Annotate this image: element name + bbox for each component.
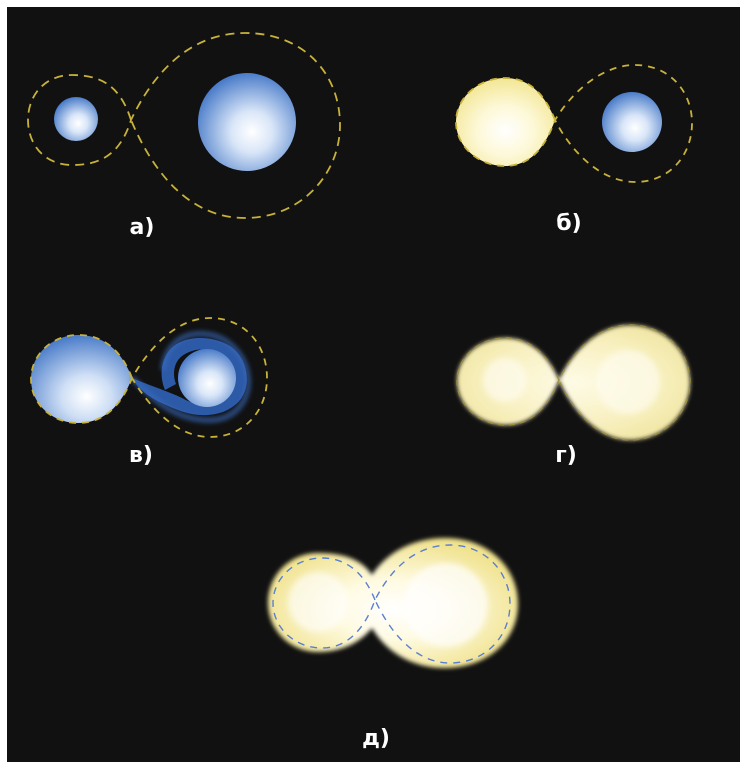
- panel-label-b: б): [556, 211, 581, 236]
- envelope-glow-left: [288, 572, 348, 632]
- panel-d: [268, 538, 518, 668]
- small-blue-star: [54, 97, 98, 141]
- panel-label-d: д): [362, 726, 390, 751]
- blue-companion-star: [602, 92, 662, 152]
- panel-label-v: в): [129, 443, 153, 468]
- accreting-blue-star: [178, 349, 236, 407]
- envelope-glow-right: [404, 563, 488, 647]
- large-blue-star: [198, 73, 296, 171]
- yellow-star-right-core: [596, 350, 660, 414]
- panel-label-g: г): [555, 443, 577, 468]
- yellow-star-left-core: [483, 358, 527, 402]
- panel-label-a: а): [130, 215, 155, 240]
